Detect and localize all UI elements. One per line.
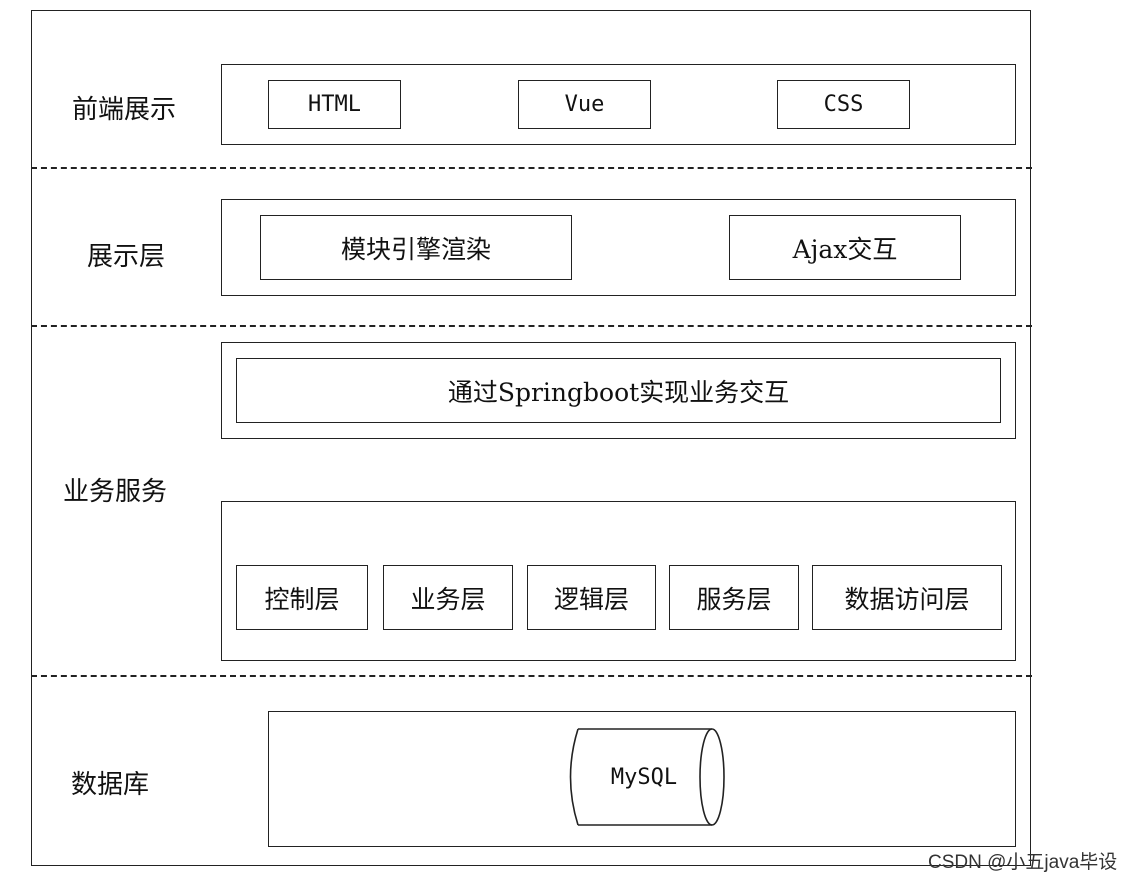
service-layer-box: 服务层 (669, 565, 799, 630)
springboot-box: 通过Springboot实现业务交互 (236, 358, 1001, 423)
layer-divider (31, 167, 1032, 169)
html-box: HTML (268, 80, 401, 129)
layer-label-database: 数据库 (71, 770, 150, 800)
logic-layer-box: 逻辑层 (527, 565, 656, 630)
template-engine-box: 模块引擎渲染 (260, 215, 572, 280)
watermark: CSDN @小五java毕设 (928, 852, 1118, 873)
controller-layer-box: 控制层 (236, 565, 368, 630)
ajax-box: Ajax交互 (729, 215, 961, 280)
layer-divider (31, 675, 1032, 677)
database-cylinder-icon (569, 728, 725, 826)
data-access-layer-box: 数据访问层 (812, 565, 1002, 630)
layer-label-frontend: 前端展示 (72, 95, 177, 125)
vue-box: Vue (518, 80, 651, 129)
layer-label-presentation: 展示层 (87, 242, 166, 272)
mysql-label: MySQL (610, 764, 678, 790)
layer-label-business: 业务服务 (63, 477, 168, 507)
layer-divider (31, 325, 1032, 327)
architecture-frame (31, 10, 1031, 866)
css-box: CSS (777, 80, 910, 129)
business-layer-box: 业务层 (383, 565, 513, 630)
